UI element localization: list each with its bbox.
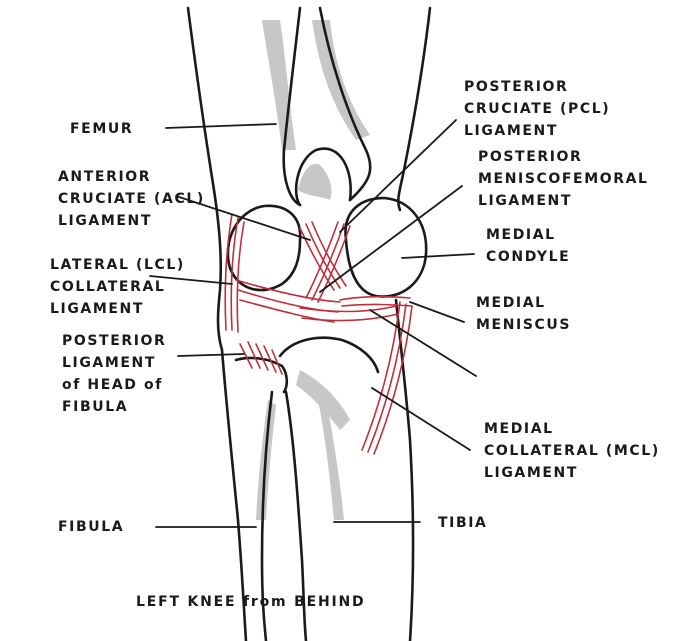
label-tibia-line: TIBIA (438, 515, 488, 531)
label-pmfl-line1: POSTERIOR (478, 149, 583, 165)
label-pcl-line1: POSTERIOR (464, 79, 569, 95)
label-post-fibula-line4: FIBULA (62, 399, 129, 415)
femur-outline (186, 6, 432, 352)
label-tibia: TIBIA (438, 512, 487, 534)
label-acl: ANTERIOR CRUCIATE (ACL) LIGAMENT (58, 166, 205, 232)
label-medial-condyle-line2: CONDYLE (486, 249, 571, 265)
label-mcl: MEDIAL COLLATERAL (MCL) LIGAMENT (484, 418, 660, 484)
label-acl-line1: ANTERIOR (58, 169, 152, 185)
leader-lines (149, 119, 477, 528)
label-lcl-line2: COLLATERAL (50, 279, 166, 295)
label-pmfl-line3: LIGAMENT (478, 193, 573, 209)
label-post-fibula-line2: LIGAMENT (62, 355, 157, 371)
label-medial-meniscus: MEDIAL MENISCUS (476, 292, 571, 336)
label-acl-line3: LIGAMENT (58, 213, 153, 229)
label-pmfl-line2: MENISCOFEMORAL (478, 171, 649, 187)
label-pcl: POSTERIOR CRUCIATE (PCL) LIGAMENT (464, 76, 610, 142)
condyles (226, 196, 428, 298)
label-femur-line: FEMUR (70, 121, 134, 137)
label-medial-meniscus-line1: MEDIAL (476, 295, 546, 311)
lower-bone-outline (220, 298, 415, 641)
label-medial-meniscus-line2: MENISCUS (476, 317, 572, 333)
label-mcl-line2: COLLATERAL (MCL) (484, 443, 660, 459)
label-acl-line2: CRUCIATE (ACL) (58, 191, 205, 207)
label-medial-condyle-line1: MEDIAL (486, 227, 556, 243)
ligaments (224, 213, 413, 455)
diagram-caption: LEFT KNEE from BEHIND (136, 594, 366, 610)
bone-shading (256, 20, 370, 520)
label-fibula-line: FIBULA (58, 519, 125, 535)
label-posterior-fibula: POSTERIOR LIGAMENT of HEAD of FIBULA (62, 330, 166, 418)
label-mcl-line3: LIGAMENT (484, 465, 579, 481)
label-mcl-line1: MEDIAL (484, 421, 554, 437)
label-lcl-line1: LATERAL (LCL) (50, 257, 185, 273)
label-fibula: FIBULA (58, 516, 124, 538)
label-post-fibula-line3: of HEAD of (62, 377, 163, 393)
label-pcl-line2: CRUCIATE (PCL) (464, 101, 611, 117)
label-lcl-line3: LIGAMENT (50, 301, 145, 317)
label-femur: FEMUR (70, 118, 133, 140)
label-medial-condyle: MEDIAL CONDYLE (486, 224, 570, 268)
label-post-fibula-line1: POSTERIOR (62, 333, 167, 349)
label-pmfl: POSTERIOR MENISCOFEMORAL LIGAMENT (478, 146, 649, 212)
label-lcl: LATERAL (LCL) COLLATERAL LIGAMENT (50, 254, 185, 320)
label-pcl-line3: LIGAMENT (464, 123, 559, 139)
